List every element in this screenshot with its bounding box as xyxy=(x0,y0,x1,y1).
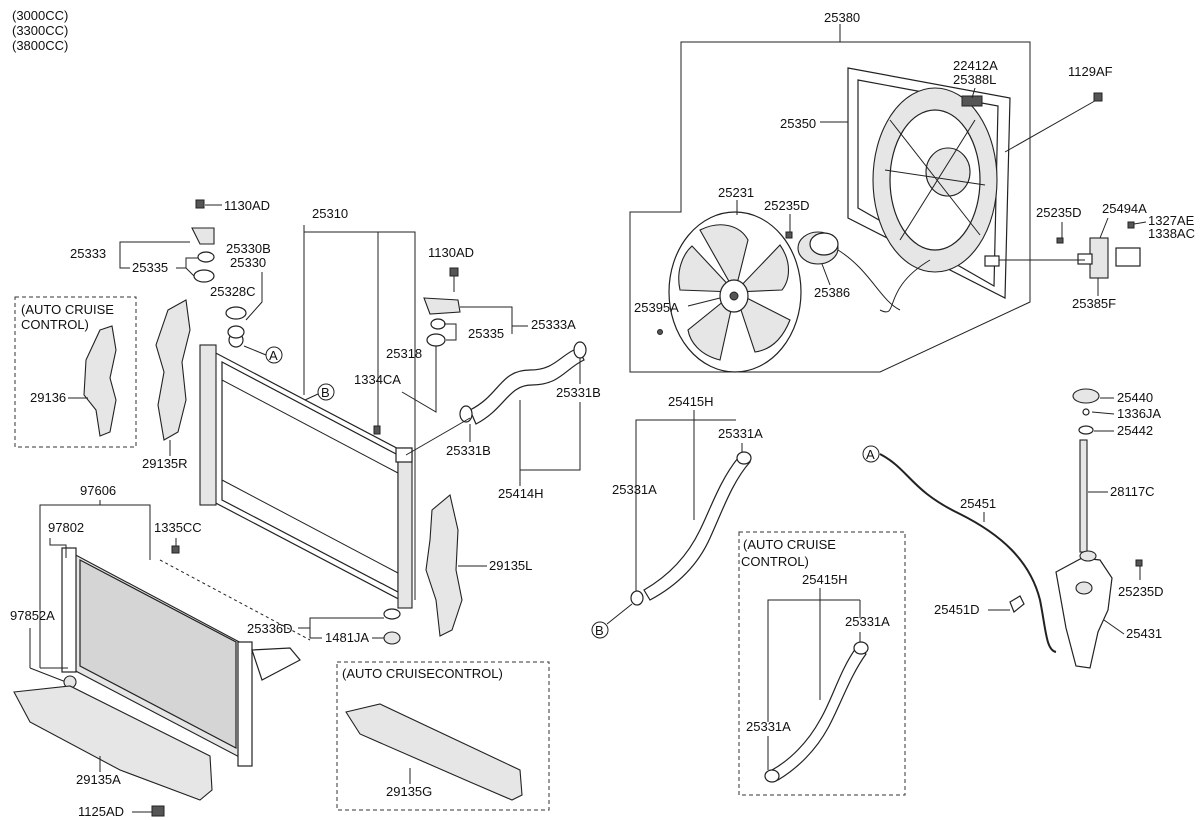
label-25331B-top: 25331B xyxy=(556,385,601,400)
callout-a-radiator-text: A xyxy=(269,348,278,363)
label-97852A: 97852A xyxy=(10,608,55,623)
label-25331B-bot: 25331B xyxy=(446,443,491,458)
reservoir-cap-parts xyxy=(1072,388,1100,553)
label-29135G: 29135G xyxy=(386,784,432,799)
label-25386: 25386 xyxy=(814,285,850,300)
auto-cruise-box-1-title: (AUTO CRUISE xyxy=(21,302,114,317)
fan-motor xyxy=(797,231,901,311)
auto-cruise-box-1-title-2: CONTROL) xyxy=(21,317,89,332)
overflow-hose xyxy=(879,453,1057,653)
fan-group-outline xyxy=(629,41,1031,373)
callout-a-hose-text: A xyxy=(866,447,875,462)
label-25440: 25440 xyxy=(1117,390,1153,405)
reservoir-tank xyxy=(1055,550,1113,669)
label-1327AE: 1327AE xyxy=(1148,213,1195,228)
label-25330: 25330 xyxy=(230,255,266,270)
engine-variant-3000: (3000CC) xyxy=(12,8,68,23)
fan-resistor xyxy=(1077,237,1141,279)
label-22412A: 22412A xyxy=(953,58,998,73)
callout-b-hose-text: B xyxy=(595,623,604,638)
label-1335CC: 1335CC xyxy=(154,520,202,535)
callout-b-hose xyxy=(591,621,609,639)
label-25451D: 25451D xyxy=(934,602,980,617)
label-25235D-tank: 25235D xyxy=(1118,584,1164,599)
label-25235D-fan: 25235D xyxy=(764,198,810,213)
callout-b-radiator xyxy=(317,383,335,401)
fan-blade xyxy=(668,211,802,373)
label-1338AC: 1338AC xyxy=(1148,226,1195,241)
lower-hose-cruise xyxy=(764,641,869,783)
label-25331A-1: 25331A xyxy=(718,426,763,441)
air-guard-29135L xyxy=(425,494,463,637)
engine-variant-3300: (3300CC) xyxy=(12,23,68,38)
label-25415H-box: 25415H xyxy=(802,572,848,587)
label-25331A-2: 25331A xyxy=(612,482,657,497)
engine-variant-3800: (3800CC) xyxy=(12,38,68,53)
label-25494A: 25494A xyxy=(1102,201,1147,216)
label-25235D-right: 25235D xyxy=(1036,205,1082,220)
auto-cruise-box-3 xyxy=(738,531,906,796)
condenser xyxy=(61,547,301,767)
label-25331A-3: 25331A xyxy=(845,614,890,629)
label-1481JA: 1481JA xyxy=(325,630,369,645)
label-25442: 25442 xyxy=(1117,423,1153,438)
auto-cruise-box-2 xyxy=(336,661,550,811)
air-guard-29136 xyxy=(83,325,117,437)
label-25388L: 25388L xyxy=(953,72,996,87)
auto-cruise-box-1 xyxy=(14,296,137,448)
label-25335-left: 25335 xyxy=(132,260,168,275)
label-25318: 25318 xyxy=(386,346,422,361)
label-25333A: 25333A xyxy=(531,317,576,332)
lower-mount xyxy=(383,608,401,645)
label-1130AD-mid: 1130AD xyxy=(428,245,474,260)
hose-clip-25451D xyxy=(1009,595,1025,613)
label-1129AF: 1129AF xyxy=(1068,64,1113,79)
label-25331A-4: 25331A xyxy=(746,719,791,734)
label-25310: 25310 xyxy=(312,206,348,221)
label-1336JA: 1336JA xyxy=(1117,406,1161,421)
label-25330B: 25330B xyxy=(226,241,271,256)
label-1130AD-top: 1130AD xyxy=(224,198,270,213)
label-25414H: 25414H xyxy=(498,486,544,501)
callout-a-hose xyxy=(862,445,880,463)
label-25231: 25231 xyxy=(718,185,754,200)
label-25380: 25380 xyxy=(824,10,860,25)
label-29135R: 29135R xyxy=(142,456,188,471)
lower-hose xyxy=(630,451,752,606)
label-97802: 97802 xyxy=(48,520,84,535)
air-guard-29135A xyxy=(13,685,213,801)
label-25395A: 25395A xyxy=(634,300,679,315)
air-guard-29135R xyxy=(155,299,191,441)
upper-mount-right xyxy=(423,267,461,347)
callout-b-radiator-text: B xyxy=(321,385,330,400)
radiator-core xyxy=(199,332,413,609)
label-1334CA: 1334CA xyxy=(354,372,401,387)
upper-hose xyxy=(459,341,587,425)
label-29135L: 29135L xyxy=(489,558,532,573)
label-29135A: 29135A xyxy=(76,772,121,787)
label-25335-mid: 25335 xyxy=(468,326,504,341)
auto-cruise-box-2-title: (AUTO CRUISECONTROL) xyxy=(342,666,503,681)
label-25333: 25333 xyxy=(70,246,106,261)
auto-cruise-box-3-title-2: CONTROL) xyxy=(741,554,809,569)
auto-cruise-box-3-title: (AUTO CRUISE xyxy=(743,537,836,552)
label-25415H-top: 25415H xyxy=(668,394,714,409)
label-25385F: 25385F xyxy=(1072,296,1116,311)
label-28117C: 28117C xyxy=(1110,484,1155,499)
label-25431: 25431 xyxy=(1126,626,1162,641)
label-97606: 97606 xyxy=(80,483,116,498)
label-25328C: 25328C xyxy=(210,284,256,299)
label-1125AD: 1125AD xyxy=(78,804,124,819)
label-25336D: 25336D xyxy=(247,621,293,636)
fan-shroud xyxy=(847,67,1011,313)
label-25451: 25451 xyxy=(960,496,996,511)
label-29136: 29136 xyxy=(30,390,66,405)
air-guard-29135G xyxy=(345,703,523,801)
label-25350: 25350 xyxy=(780,116,816,131)
